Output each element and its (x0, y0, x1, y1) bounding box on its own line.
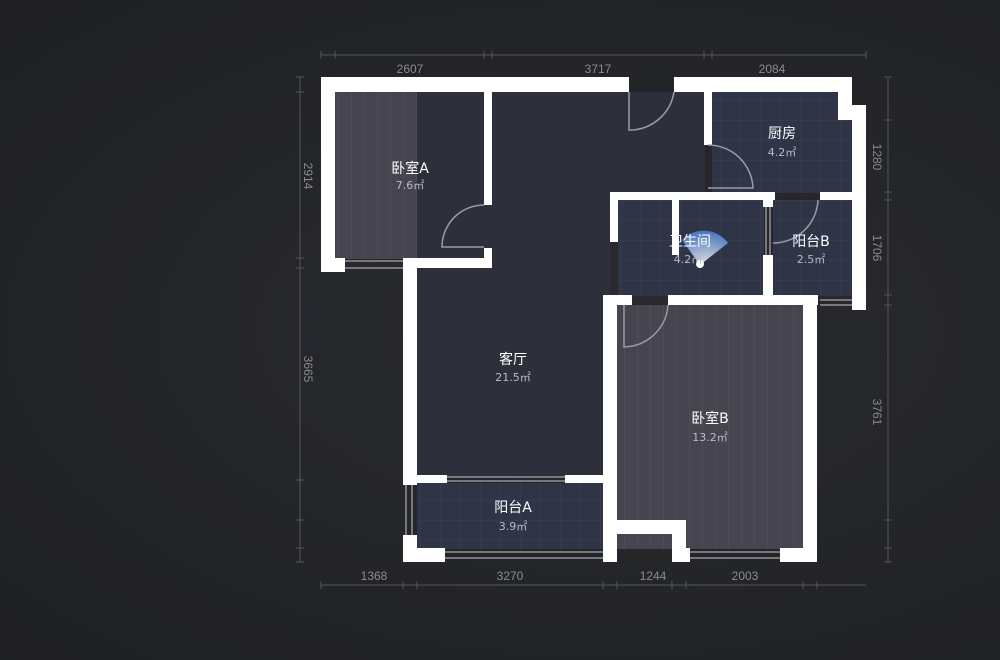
dim-right: 1706 (870, 235, 884, 262)
dimension-lines (296, 51, 892, 589)
dim-right: 3761 (870, 399, 884, 426)
dim-top: 2084 (759, 62, 786, 76)
floor-bedroom-b (617, 305, 804, 549)
room-name: 阳台A (494, 500, 532, 516)
floor-balcony-b (773, 200, 852, 296)
room-area: 2.5㎡ (797, 253, 826, 266)
dim-right: 1280 (870, 144, 884, 171)
camera-view-icon[interactable] (682, 230, 728, 265)
room-name: 客厅 (499, 351, 527, 368)
windows (345, 207, 852, 559)
dim-bottom: 3270 (497, 569, 524, 583)
room-area: 7.6㎡ (396, 179, 425, 192)
floor-balcony-a (417, 483, 604, 549)
dim-top: 3717 (585, 62, 612, 76)
dim-bottom: 1244 (640, 569, 667, 583)
room-area: 4.2㎡ (674, 253, 703, 266)
room-name: 卧室B (691, 410, 729, 427)
room-name: 厨房 (768, 126, 796, 142)
room-name: 阳台B (792, 234, 830, 250)
walls (321, 77, 866, 562)
dim-left: 3665 (301, 356, 315, 383)
camera-position-icon[interactable] (696, 260, 704, 268)
dim-top: 2607 (397, 62, 424, 76)
dim-bottom: 1368 (361, 569, 388, 583)
room-area: 3.9㎡ (499, 520, 528, 533)
dim-bottom: 2003 (732, 569, 759, 583)
room-area: 21.5㎡ (495, 371, 531, 384)
room-name: 卧室A (391, 160, 429, 177)
doors (441, 91, 819, 348)
room-name: 卫生间 (669, 234, 711, 250)
floor-living-top (490, 92, 705, 200)
floor-kitchen (712, 92, 852, 193)
dim-left: 2914 (301, 163, 315, 190)
room-area: 13.2㎡ (692, 431, 728, 444)
room-area: 4.2㎡ (768, 146, 797, 159)
